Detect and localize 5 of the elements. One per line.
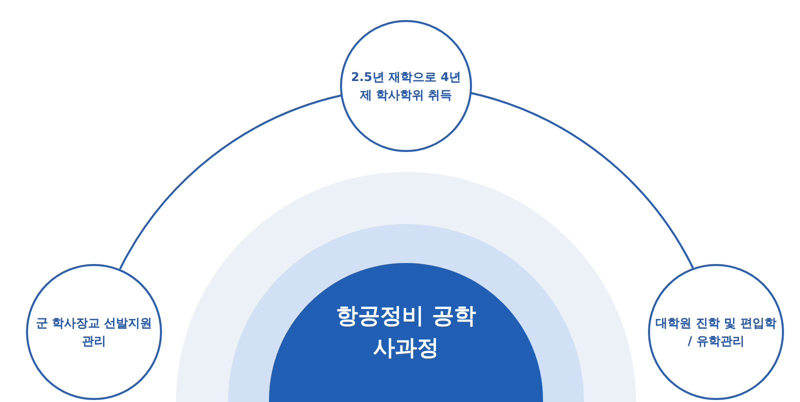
node-label: 군 학사장교 선발지원 관리 (34, 315, 154, 350)
node-label: 2.5년 재학으로 4년제 학사학위 취득 (350, 69, 462, 104)
node-label: 대학원 진학 및 편입학 / 유학관리 (654, 315, 778, 350)
connector-arc (470, 92, 694, 268)
node-label: 항공정비 공학사과정 (335, 302, 477, 362)
